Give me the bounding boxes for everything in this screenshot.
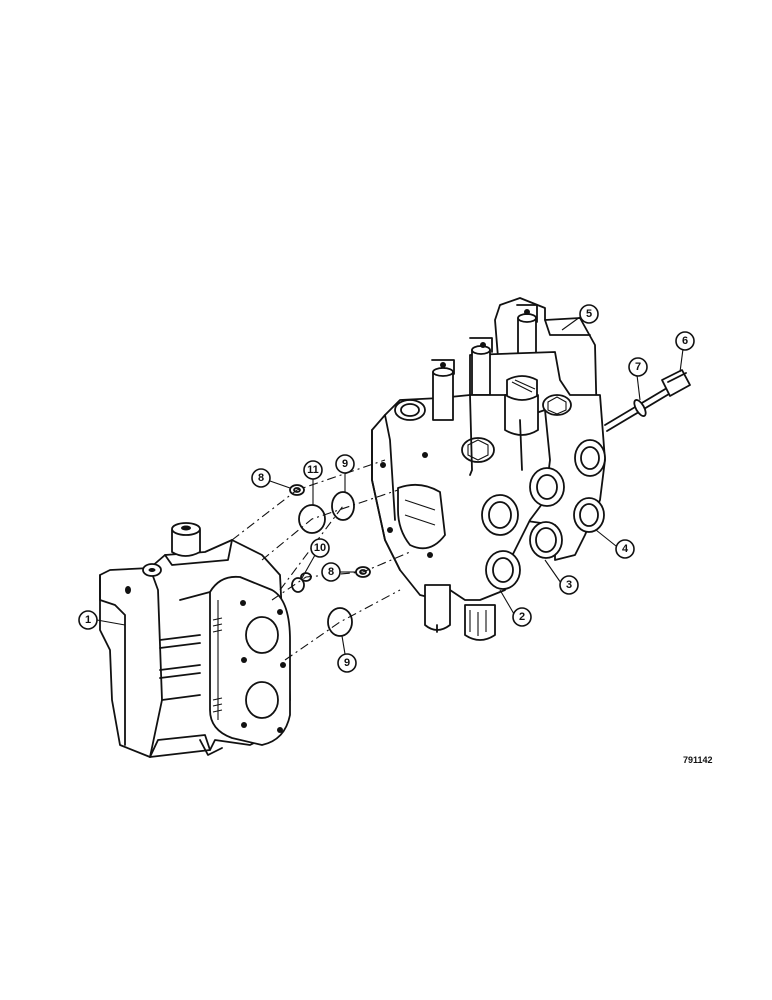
callout-11: 11 [303,460,323,505]
callout-8-lower: 8 [321,562,356,582]
svg-text:8: 8 [258,472,264,484]
svg-text:11: 11 [307,464,319,476]
callout-4: 4 [595,529,635,559]
callout-6: 6 [675,331,695,373]
stack-valve-assembly [371,297,606,641]
svg-text:9: 9 [344,657,350,669]
o-ring-seals [289,484,371,637]
callout-9-upper: 9 [335,454,355,492]
svg-text:3: 3 [566,579,572,591]
svg-text:8: 8 [328,566,334,578]
figure-id-label: 791142 [683,755,713,765]
svg-text:2: 2 [519,611,525,623]
svg-text:9: 9 [342,458,348,470]
svg-text:7: 7 [635,361,641,373]
callout-2: 2 [499,589,532,627]
inlet-section-part [99,522,291,758]
svg-text:1: 1 [85,614,91,626]
svg-text:4: 4 [622,543,629,555]
svg-text:6: 6 [682,335,688,347]
tie-bolt-part [604,369,691,432]
callout-8-upper: 8 [251,468,291,489]
callout-10: 10 [301,538,330,579]
callout-1: 1 [78,610,126,630]
callout-5: 5 [561,304,599,331]
callout-3: 3 [544,559,579,595]
svg-text:10: 10 [314,542,326,554]
svg-text:5: 5 [586,308,592,320]
callout-9-lower: 9 [337,635,357,673]
callout-7: 7 [628,357,648,401]
